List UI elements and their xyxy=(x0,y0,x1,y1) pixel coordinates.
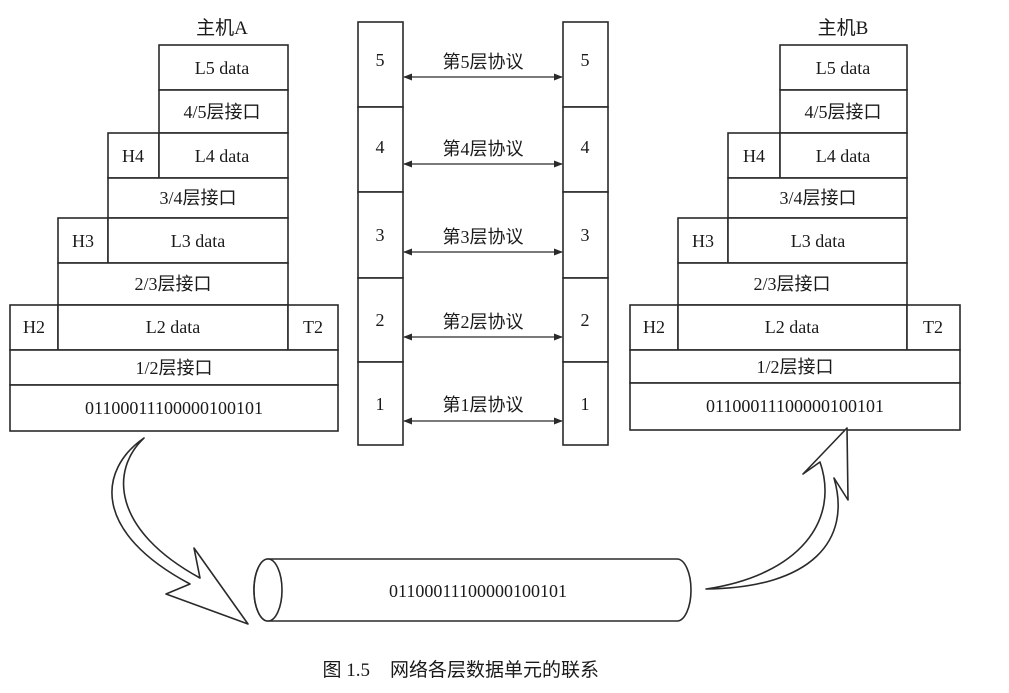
layer-4-protocol-label: 第4层协议 xyxy=(443,139,524,159)
host-a-interface-23: 2/3层接口 xyxy=(57,262,289,306)
host-b-h2-label: H2 xyxy=(643,317,665,337)
left-layer-1: 1 xyxy=(376,394,385,414)
host-b-title: 主机B xyxy=(818,17,869,39)
host-a-interface-34-label: 3/4层接口 xyxy=(159,188,236,208)
right-layer-3: 3 xyxy=(581,225,590,245)
host-a-l3-data-label: L3 data xyxy=(171,231,225,251)
host-b-bitstream-label: 01100011100000100101 xyxy=(706,396,884,416)
host-b-l2-data-label: L2 data xyxy=(765,317,819,337)
host-b-t2-label: T2 xyxy=(923,317,943,337)
host-a-l3-data-cell: L3 data xyxy=(107,217,289,264)
host-a-stack: 主机A L5 data 4/5层接口 H4 L4 data 3/4层接口 H3 … xyxy=(9,17,339,432)
host-b-interface-12-label: 1/2层接口 xyxy=(756,357,833,377)
right-layer-2: 2 xyxy=(581,310,590,330)
caption-title: 网络各层数据单元的联系 xyxy=(390,659,599,681)
host-b-h2-cell: H2 xyxy=(629,304,679,351)
layer-2-protocol-label: 第2层协议 xyxy=(443,312,524,332)
left-layer-5: 5 xyxy=(376,50,385,70)
host-a-title: 主机A xyxy=(196,17,248,39)
host-b-interface-34: 3/4层接口 xyxy=(727,177,908,219)
host-b-h3-cell: H3 xyxy=(677,217,729,264)
host-a-l5-data-cell: L5 data xyxy=(158,44,289,91)
host-b-l4-data-label: L4 data xyxy=(816,146,870,166)
host-a-l4-data-label: L4 data xyxy=(195,146,249,166)
host-b-bitstream: 01100011100000100101 xyxy=(629,382,961,431)
host-a-t2-label: T2 xyxy=(303,317,323,337)
medium-bitstream-label: 01100011100000100101 xyxy=(389,581,567,601)
host-a-to-medium-curved-arrow xyxy=(111,437,249,625)
host-b-l3-data-cell: L3 data xyxy=(727,217,908,264)
host-b-interface-45: 4/5层接口 xyxy=(779,89,908,134)
host-a-l4-data-cell: L4 data xyxy=(158,132,289,179)
host-a-interface-23-label: 2/3层接口 xyxy=(134,274,211,294)
left-layer-4: 4 xyxy=(376,137,385,157)
host-a-t2-cell: T2 xyxy=(287,304,339,351)
medium-to-host-b-curved-arrow xyxy=(705,427,849,590)
left-layer-3: 3 xyxy=(376,225,385,245)
layer-5-protocol-label: 第5层协议 xyxy=(443,52,524,72)
host-b-interface-23-label: 2/3层接口 xyxy=(753,274,830,294)
host-a-l5-data-label: L5 data xyxy=(195,58,249,78)
protocol-labels: 第5层协议 第4层协议 第3层协议 第2层协议 第1层协议 xyxy=(443,52,524,415)
host-a-h3-cell: H3 xyxy=(57,217,109,264)
host-a-bitstream: 01100011100000100101 xyxy=(9,384,339,432)
host-a-interface-12-label: 1/2层接口 xyxy=(135,358,212,378)
host-b-l5-data-label: L5 data xyxy=(816,58,870,78)
host-b-h4-cell: H4 xyxy=(727,132,781,179)
host-a-interface-45: 4/5层接口 xyxy=(158,89,289,134)
host-b-l3-data-label: L3 data xyxy=(791,231,845,251)
host-a-h4-cell: H4 xyxy=(107,132,160,179)
left-layer-2: 2 xyxy=(376,310,385,330)
host-a-bitstream-label: 01100011100000100101 xyxy=(85,398,263,418)
host-b-interface-34-label: 3/4层接口 xyxy=(779,188,856,208)
host-a-h2-label: H2 xyxy=(23,317,45,337)
host-a-h4-label: H4 xyxy=(122,146,144,166)
host-a-l2-data-label: L2 data xyxy=(146,317,200,337)
host-a-interface-12: 1/2层接口 xyxy=(9,349,339,386)
right-layer-1: 1 xyxy=(581,394,590,414)
host-b-l4-data-cell: L4 data xyxy=(779,132,908,179)
right-layer-column: 5 4 3 2 1 xyxy=(562,21,609,446)
host-b-interface-23: 2/3层接口 xyxy=(677,262,908,306)
host-a-interface-45-label: 4/5层接口 xyxy=(183,102,260,122)
caption-figure-number: 图 1.5 xyxy=(322,660,370,681)
left-layer-column: 5 4 3 2 1 xyxy=(357,21,404,446)
host-b-h3-label: H3 xyxy=(692,231,714,251)
host-b-l5-data-cell: L5 data xyxy=(779,44,908,91)
layer-3-protocol-label: 第3层协议 xyxy=(443,227,524,247)
right-layer-4: 4 xyxy=(581,137,590,157)
host-b-stack: 主机B L5 data 4/5层接口 H4 L4 data 3/4层接口 H3 … xyxy=(629,17,961,431)
host-b-interface-12: 1/2层接口 xyxy=(629,349,961,384)
peer-layer-columns: 5 4 3 2 1 5 4 3 2 1 第5 xyxy=(357,21,609,446)
host-a-h3-label: H3 xyxy=(72,231,94,251)
host-b-interface-45-label: 4/5层接口 xyxy=(804,102,881,122)
layer-1-protocol-label: 第1层协议 xyxy=(443,395,524,415)
protocol-arrows xyxy=(403,73,563,425)
host-a-interface-34: 3/4层接口 xyxy=(107,177,289,219)
figure-caption: 图 1.5 网络各层数据单元的联系 xyxy=(322,659,599,681)
host-b-h4-label: H4 xyxy=(743,146,765,166)
host-a-h2-cell: H2 xyxy=(9,304,59,351)
transmission-medium-pipe: 01100011100000100101 xyxy=(253,558,692,622)
host-b-t2-cell: T2 xyxy=(906,304,961,351)
host-b-l2-data-cell: L2 data xyxy=(677,304,908,351)
right-layer-5: 5 xyxy=(581,50,590,70)
host-a-l2-data-cell: L2 data xyxy=(57,304,289,351)
